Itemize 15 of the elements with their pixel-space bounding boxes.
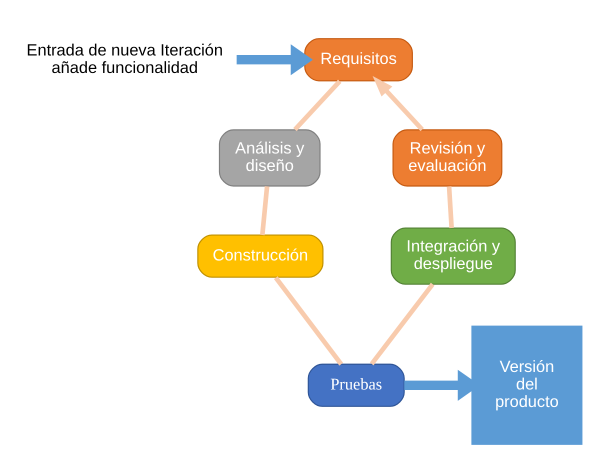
connector [293,80,342,132]
node-text: Entrada de nueva Iteración añade funcionalidad [26,41,224,77]
node-box: Versión del producto [471,326,582,445]
connector [274,276,344,366]
node-box: Requisitos [304,38,413,82]
node-box: Pruebas [308,364,405,407]
node-box: Construcción [197,234,324,278]
arrow [236,44,313,76]
arrow [372,76,424,132]
connector [370,282,435,366]
node-box: Integración y despliegue [390,227,516,285]
connector [260,186,270,236]
connector [446,186,454,228]
node-box: Revisión y evaluación [392,129,502,187]
node-box: Análisis y diseño [218,129,321,187]
